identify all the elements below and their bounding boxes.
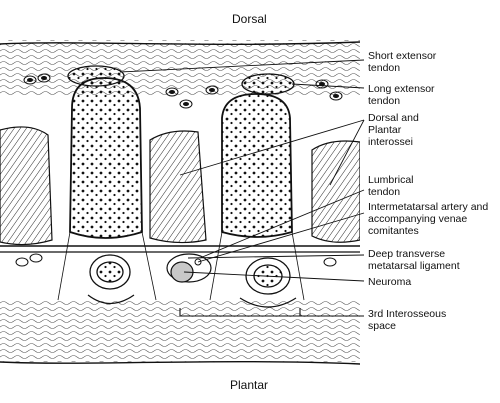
- label-3rd-interosseous-space: 3rd Interosseous space: [368, 308, 447, 332]
- label-short-extensor-tendon: Short extensor tendon: [368, 50, 437, 74]
- label-lumbrical-tendon: Lumbrical tendon: [368, 174, 414, 198]
- intermetatarsal-artery: [194, 258, 202, 266]
- label-long-extensor-tendon: Long extensor tendon: [368, 83, 435, 107]
- metatarsal-bone-right: [221, 93, 293, 238]
- interossei-muscles: [0, 126, 360, 246]
- label-interossei: Dorsal and Plantar interossei: [368, 112, 419, 148]
- plantar-vessels: [15, 253, 337, 267]
- septa: [57, 231, 305, 301]
- label-neuroma: Neuroma: [368, 276, 412, 288]
- label-intermetatarsal-artery: Intermetatarsal artery and accompanying …: [368, 201, 489, 237]
- long-extensor-tendon: [241, 73, 295, 95]
- plantar-label: Plantar: [230, 378, 269, 392]
- dorsal-vessels: [23, 73, 343, 109]
- dorsal-label: Dorsal: [232, 12, 267, 26]
- dorsal-skin-layer: [0, 40, 360, 95]
- leader-lines: [119, 59, 365, 317]
- metatarsal-bone-left: [69, 77, 143, 239]
- section-body: [0, 38, 360, 368]
- label-deep-transverse-ligament: Deep transverse metatarsal ligament: [368, 248, 460, 272]
